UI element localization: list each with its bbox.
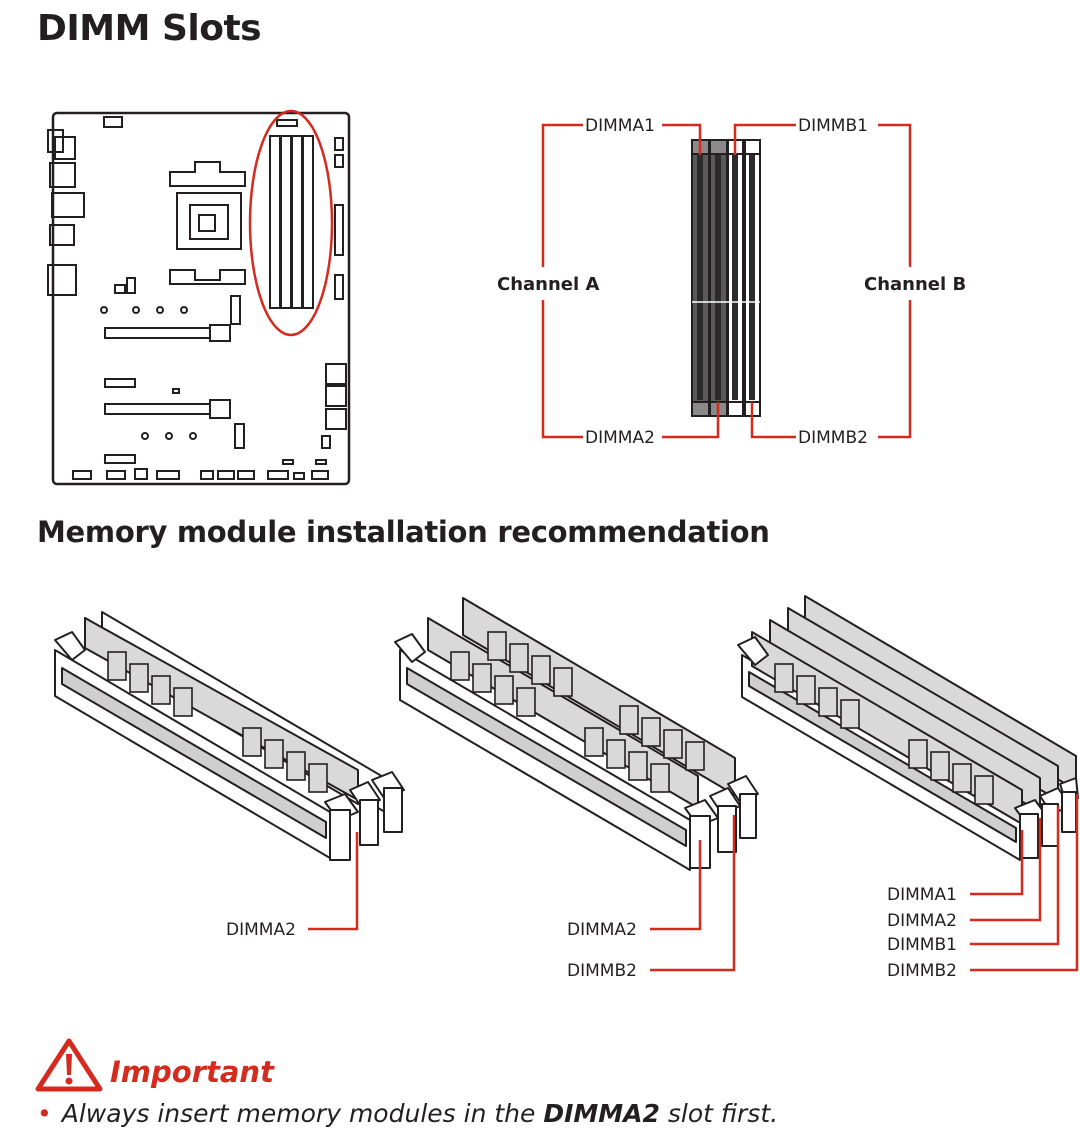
note-text-after: slot first. — [659, 1099, 779, 1128]
motherboard-diagram — [47, 109, 351, 486]
label-dimma2: DIMMA2 — [585, 428, 655, 448]
note-text-before: Always insert memory modules in the — [61, 1099, 544, 1128]
dimma2-leader — [662, 402, 720, 439]
warning-icon — [35, 1038, 103, 1092]
channel-a-bracket-bottom — [541, 300, 583, 439]
config1-label-1: DIMMA2 — [226, 920, 296, 940]
channel-b-bracket-top — [878, 123, 912, 267]
dimma1-leader — [662, 123, 702, 155]
label-channel-a: Channel A — [497, 274, 599, 295]
dimmb1-leader — [733, 123, 796, 155]
label-channel-b: Channel B — [864, 274, 966, 295]
config-two-modules: DIMMA2 DIMMB2 — [394, 597, 759, 981]
config3-label-2: DIMMA2 — [887, 911, 957, 931]
config-four-modules: DIMMA1 DIMMA2 DIMMB1 DIMMB2 — [737, 595, 1079, 981]
important-note: • Always insert memory modules in the DIM… — [37, 1099, 778, 1128]
page-title: DIMM Slots — [37, 8, 262, 49]
label-dimma1: DIMMA1 — [585, 116, 655, 136]
channel-b-bracket-bottom — [878, 300, 912, 439]
dimm-slot-diagram: DIMMA1 DIMMA2 DIMMB1 DIMMB2 Channel A Ch… — [497, 116, 966, 448]
label-dimmb2: DIMMB2 — [798, 428, 868, 448]
note-bullet: • — [37, 1099, 52, 1128]
channel-a-bracket-top — [541, 123, 583, 267]
config2-label-1: DIMMA2 — [567, 920, 637, 940]
config3-label-3: DIMMB1 — [887, 935, 957, 955]
config3-label-1: DIMMA1 — [887, 885, 957, 905]
note-text-bold: DIMMA2 — [543, 1099, 660, 1128]
dimmb2-leader — [750, 402, 796, 439]
config3-label-4: DIMMB2 — [887, 961, 957, 981]
config2-label-2: DIMMB2 — [567, 961, 637, 981]
config-one-module: DIMMA2 — [54, 611, 405, 940]
section-title: Memory module installation recommendatio… — [37, 515, 770, 549]
label-dimmb1: DIMMB1 — [798, 116, 868, 136]
important-title: Important — [110, 1055, 274, 1089]
